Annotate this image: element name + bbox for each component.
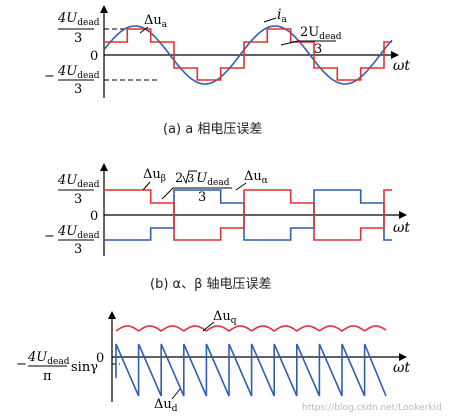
panel-a-current-sine: [103, 25, 393, 85]
panel-a-ia-leader: [263, 17, 277, 23]
panel-b-ytick-top-denominator: 3: [74, 192, 82, 207]
panel-b-caption: (b) α、β 轴电压误差: [150, 277, 272, 292]
panel-a-ytick-top-numerator: 4Udead: [57, 11, 100, 28]
panel-b-delta-ubeta-leader: [142, 181, 151, 191]
panel-c-ytick-zero: 0: [96, 351, 104, 366]
panel-a-ytick-bottom-numerator: 4Udead: [57, 64, 100, 81]
panel-c-delta-ud-leader: [171, 388, 181, 400]
panel-a-ia-label: ia: [277, 7, 287, 25]
panel-b-alpha-error-square-wave: [104, 189, 392, 241]
panel-a-ytick-top-denominator: 3: [74, 31, 82, 46]
panel-b-ytick-bottom-sign: −: [44, 229, 55, 244]
panel-b-x-label: ωt: [393, 220, 410, 236]
panel-c-x-label: ωt: [393, 360, 410, 376]
panel-c-ytick-sign: −: [16, 357, 27, 372]
panel-c-q-axis-error-ripple: [115, 325, 387, 332]
panel-b-level-label-leader: [161, 187, 174, 200]
panel-b-sqrt-sign: [182, 170, 197, 185]
panel-c-delta-uq-label: Δuq: [213, 309, 237, 326]
panel-c-ytick-sin-gamma: sinγ: [71, 360, 98, 375]
panel-c-ytick-numerator: 4Udead: [27, 350, 70, 367]
panel-a-caption: (a) a 相电压误差: [163, 122, 262, 137]
panel-a-ytick-bottom-denominator: 3: [74, 82, 82, 97]
panel-a-voltage-error-staircase: [104, 28, 392, 81]
panel-c-ytick-denominator: π: [43, 369, 52, 384]
panel-a-level-label-numerator: 2Udead: [300, 25, 342, 42]
panel-a-delta-ua-leader: [139, 26, 149, 34]
panel-b-level-label-denominator: 3: [198, 190, 206, 205]
panel-c: − 4Udead π sinγ 0 Δuq Δud ωt: [16, 309, 410, 414]
panel-b-ytick-top-numerator: 4Udead: [57, 173, 100, 190]
panel-b-delta-ualpha-label: Δuα: [244, 169, 268, 186]
panel-c-delta-ud-label: Δud: [154, 397, 178, 414]
panel-c-delta-uq-leader: [202, 321, 215, 332]
panel-a: 4Udead 3 0 − 4Udead 3 Δua ia 2Udead 3 ωt…: [44, 5, 410, 137]
panel-a-ytick-zero: 0: [90, 49, 98, 64]
panel-b-delta-ualpha-leader: [235, 182, 247, 191]
panel-b-beta-error-square-wave: [104, 189, 392, 241]
panel-b-ytick-zero: 0: [90, 209, 98, 224]
panel-b-ytick-bottom-denominator: 3: [74, 242, 82, 257]
panel-a-level-label-leader: [280, 40, 299, 46]
panel-b-ytick-bottom-numerator: 4Udead: [57, 224, 100, 241]
panel-a-x-label: ωt: [393, 58, 410, 74]
panel-a-level-label-denominator: 3: [314, 42, 322, 57]
panel-a-delta-ua-label: Δua: [144, 13, 168, 30]
panel-a-ytick-bottom-sign: −: [44, 69, 55, 84]
watermark: https://blog.csdn.net/Lookerkid: [302, 403, 442, 413]
panel-c-d-axis-error-sawtooth: [115, 343, 387, 397]
panel-b-delta-ubeta-label: Δuβ: [143, 167, 166, 184]
